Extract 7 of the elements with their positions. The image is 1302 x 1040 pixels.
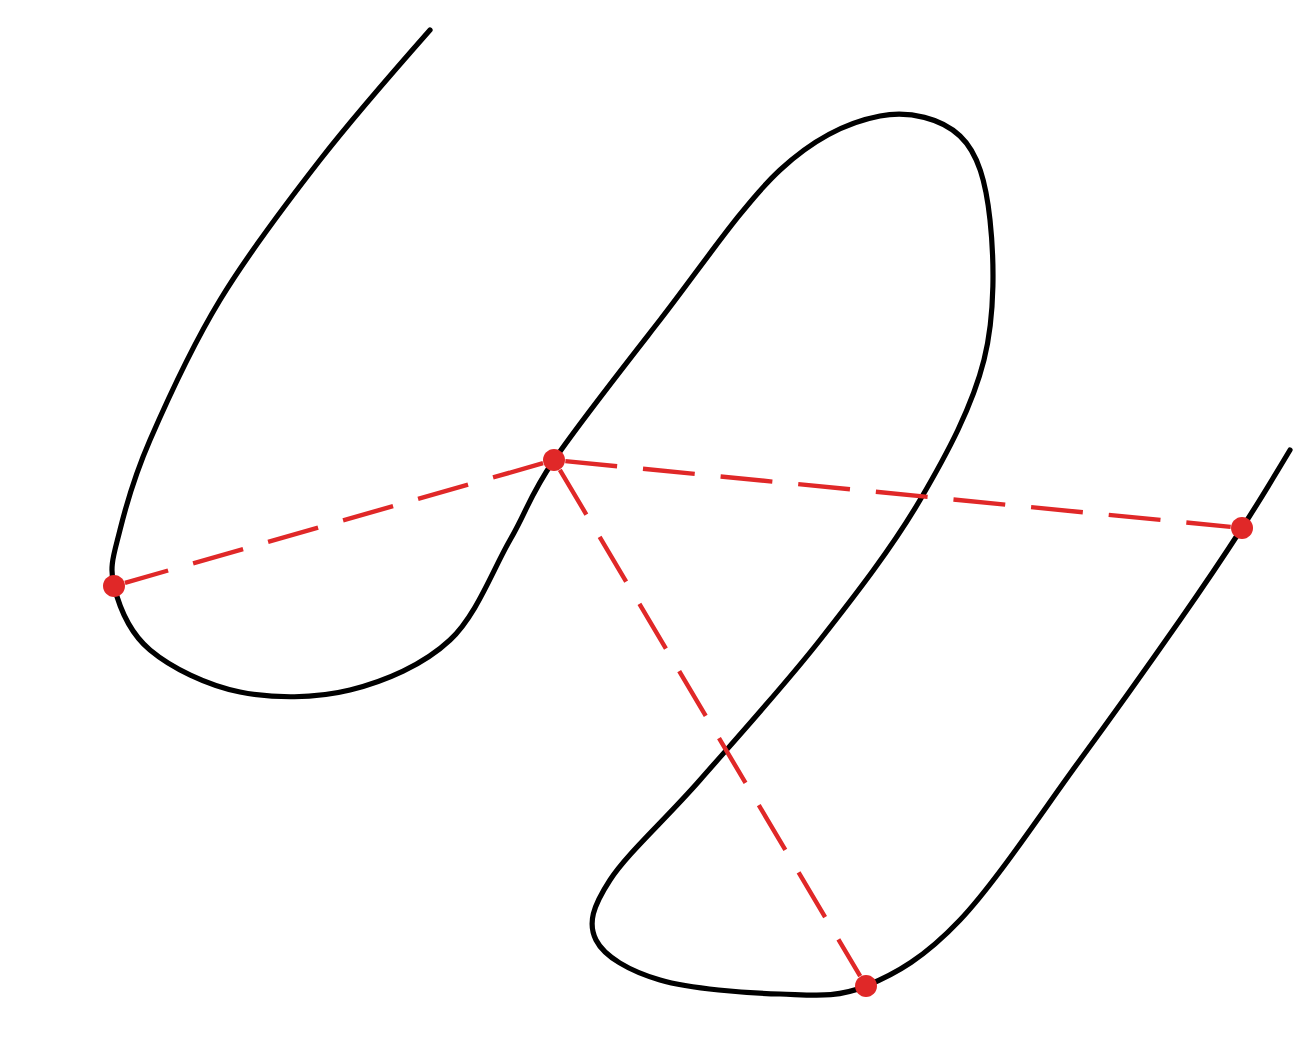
dot	[855, 975, 877, 997]
dot	[1231, 517, 1253, 539]
dashed-line	[124, 461, 544, 585]
dashed-line	[565, 458, 1231, 530]
dot	[543, 449, 565, 471]
dot	[103, 575, 125, 597]
dashed-line	[557, 468, 863, 978]
